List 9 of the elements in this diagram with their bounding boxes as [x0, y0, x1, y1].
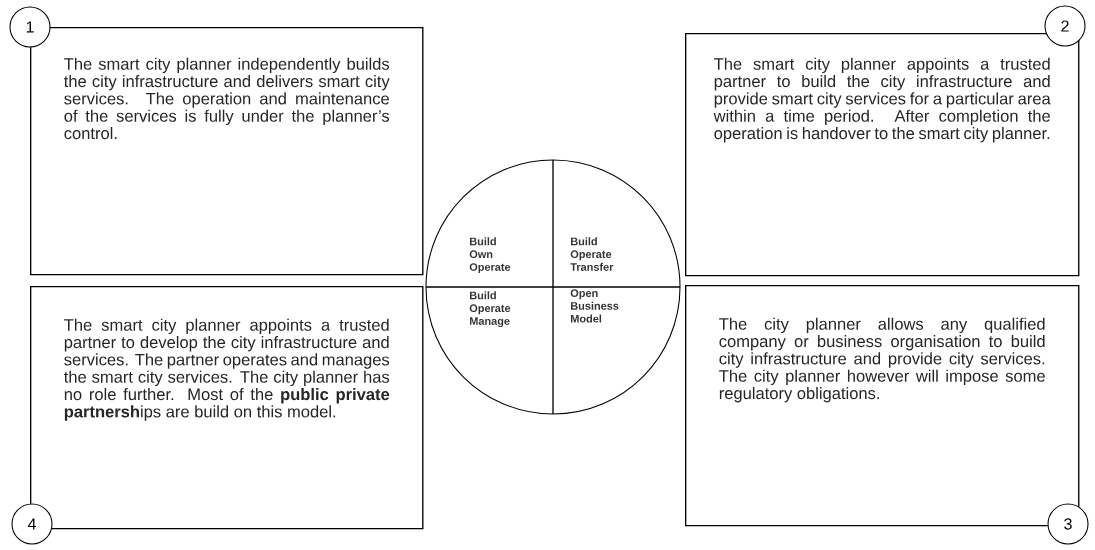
- model-circle: [425, 159, 681, 415]
- model-label: Build Own Operate: [469, 237, 511, 274]
- model-label: Build Operate Manage: [469, 291, 511, 328]
- model-label: Build Operate Transfer: [570, 237, 614, 271]
- node-label: 2: [1061, 20, 1069, 32]
- node-label: 3: [1064, 518, 1072, 530]
- model-label: Open Business Model: [570, 289, 619, 323]
- text-box: The smart city planner appoints a trusted partner to build the city infrastructure and provide smart city services for a particular area within a time period. After completion the operation is handover to the smart city planner.: [685, 33, 1080, 277]
- node-label: 4: [27, 518, 36, 530]
